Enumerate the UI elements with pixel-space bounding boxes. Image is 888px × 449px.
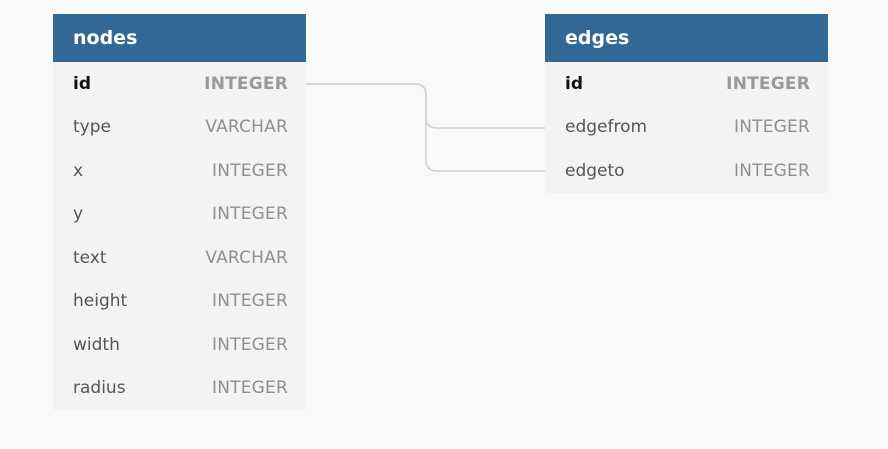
table-row[interactable]: edgefrom INTEGER	[545, 106, 828, 150]
column-name: radius	[73, 378, 126, 399]
column-name: edgefrom	[565, 117, 648, 138]
column-name: width	[73, 334, 120, 355]
table-edges[interactable]: edges id INTEGER edgefrom INTEGER edgeto…	[545, 14, 828, 193]
table-row[interactable]: height INTEGER	[53, 280, 306, 324]
column-type: INTEGER	[204, 73, 288, 94]
column-type: INTEGER	[212, 160, 288, 181]
column-name: text	[73, 247, 107, 268]
table-nodes[interactable]: nodes id INTEGER type VARCHAR x INTEGER …	[53, 14, 306, 410]
column-type: INTEGER	[212, 291, 288, 312]
table-row[interactable]: id INTEGER	[545, 62, 828, 106]
table-row[interactable]: id INTEGER	[53, 62, 306, 106]
table-row[interactable]: x INTEGER	[53, 149, 306, 193]
column-type: INTEGER	[212, 334, 288, 355]
column-type: INTEGER	[734, 160, 810, 181]
column-name: height	[73, 291, 128, 312]
column-name: edgeto	[565, 160, 625, 181]
connector-nodes-id-to-edges-edgeto	[306, 83, 545, 172]
column-type: INTEGER	[212, 378, 288, 399]
table-header-nodes[interactable]: nodes	[53, 14, 306, 62]
table-row[interactable]: y INTEGER	[53, 193, 306, 237]
column-name: x	[73, 160, 84, 181]
column-name: y	[73, 204, 84, 225]
column-name: id	[73, 73, 91, 94]
column-name: type	[73, 117, 111, 138]
table-row[interactable]: radius INTEGER	[53, 367, 306, 411]
column-type: INTEGER	[726, 73, 810, 94]
table-row[interactable]: edgeto INTEGER	[545, 149, 828, 193]
column-type: INTEGER	[212, 204, 288, 225]
table-row[interactable]: width INTEGER	[53, 323, 306, 367]
column-name: id	[565, 73, 583, 94]
column-type: VARCHAR	[205, 247, 288, 268]
column-type: INTEGER	[734, 117, 810, 138]
column-type: VARCHAR	[205, 117, 288, 138]
table-row[interactable]: text VARCHAR	[53, 236, 306, 280]
table-header-edges[interactable]: edges	[545, 14, 828, 62]
table-row[interactable]: type VARCHAR	[53, 106, 306, 150]
